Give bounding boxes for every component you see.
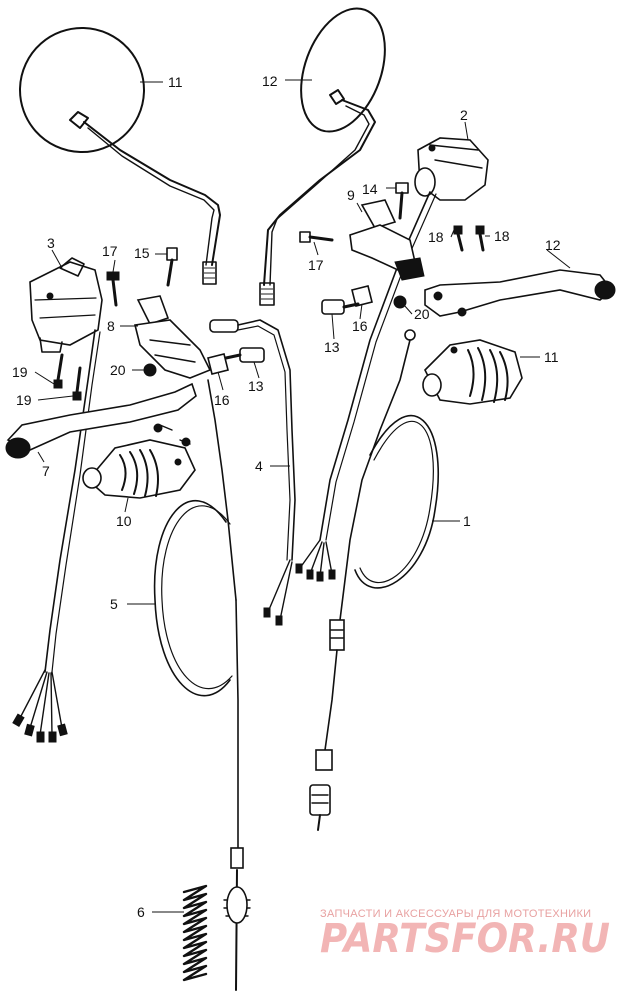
label-part-19-right-left: 18 bbox=[428, 229, 444, 245]
left-switch-housing bbox=[29, 257, 103, 353]
part-labels: 11 12 2 3 17 15 8 20 19 19 7 10 5 6 4 16… bbox=[12, 73, 561, 920]
label-part-2: 2 bbox=[460, 107, 468, 123]
label-part-19-right-right: 18 bbox=[494, 228, 510, 244]
spring-6 bbox=[182, 884, 208, 982]
label-part-19-left-upper: 19 bbox=[12, 364, 28, 380]
leader-lines bbox=[34, 79, 571, 913]
label-part-7: 7 bbox=[42, 463, 50, 479]
right-grip-housing bbox=[422, 339, 523, 405]
label-part-8: 8 bbox=[107, 318, 115, 334]
label-part-16-left: 15 bbox=[134, 245, 150, 261]
label-part-13-right: 13 bbox=[324, 339, 340, 355]
label-part-19-left-lower: 19 bbox=[16, 392, 32, 408]
label-part-9: 9 bbox=[347, 187, 355, 203]
right-lever bbox=[424, 269, 616, 317]
right-lever-bracket bbox=[349, 199, 425, 281]
left-lever-bracket bbox=[134, 295, 212, 379]
label-part-11: 11 bbox=[544, 349, 559, 365]
cable-1 bbox=[309, 329, 439, 831]
left-switch-wiring bbox=[12, 329, 101, 743]
left-lever bbox=[5, 382, 197, 459]
cable-4 bbox=[209, 319, 296, 626]
label-part-4: 4 bbox=[255, 458, 263, 474]
label-part-14: 11 bbox=[168, 74, 183, 90]
watermark-logo: PARTSFOR.RU bbox=[320, 916, 610, 962]
label-part-17-left: 16 bbox=[214, 392, 230, 408]
label-part-13-left: 13 bbox=[248, 378, 264, 394]
right-mirror bbox=[259, 7, 386, 306]
label-part-10: 10 bbox=[116, 513, 132, 529]
label-part-6: 6 bbox=[137, 904, 145, 920]
label-part-1: 1 bbox=[463, 513, 471, 529]
label-part-5: 5 bbox=[110, 596, 118, 612]
label-part-20-right: 20 bbox=[414, 306, 430, 322]
label-part-18-left: 17 bbox=[102, 243, 118, 259]
label-part-17-right: 16 bbox=[352, 318, 368, 334]
left-grip-housing bbox=[82, 439, 196, 499]
right-switch-housing bbox=[414, 137, 489, 201]
label-part-20-left: 20 bbox=[110, 362, 126, 378]
label-part-18-right: 17 bbox=[308, 257, 324, 273]
label-part-3: 3 bbox=[47, 235, 55, 251]
watermark-tagline: ЗАПЧАСТИ И АКСЕССУАРЫ ДЛЯ МОТОТЕХНИКИ bbox=[320, 908, 591, 920]
right-small-hardware bbox=[299, 182, 485, 315]
label-part-15: 12 bbox=[262, 73, 278, 89]
watermark: ЗАПЧАСТИ И АКСЕССУАРЫ ДЛЯ МОТОТЕХНИКИ PA… bbox=[320, 908, 610, 962]
label-part-12: 12 bbox=[545, 237, 561, 253]
label-part-16-right: 14 bbox=[362, 181, 378, 197]
throttle-cable-5 bbox=[153, 379, 251, 991]
left-mirror bbox=[19, 27, 221, 285]
